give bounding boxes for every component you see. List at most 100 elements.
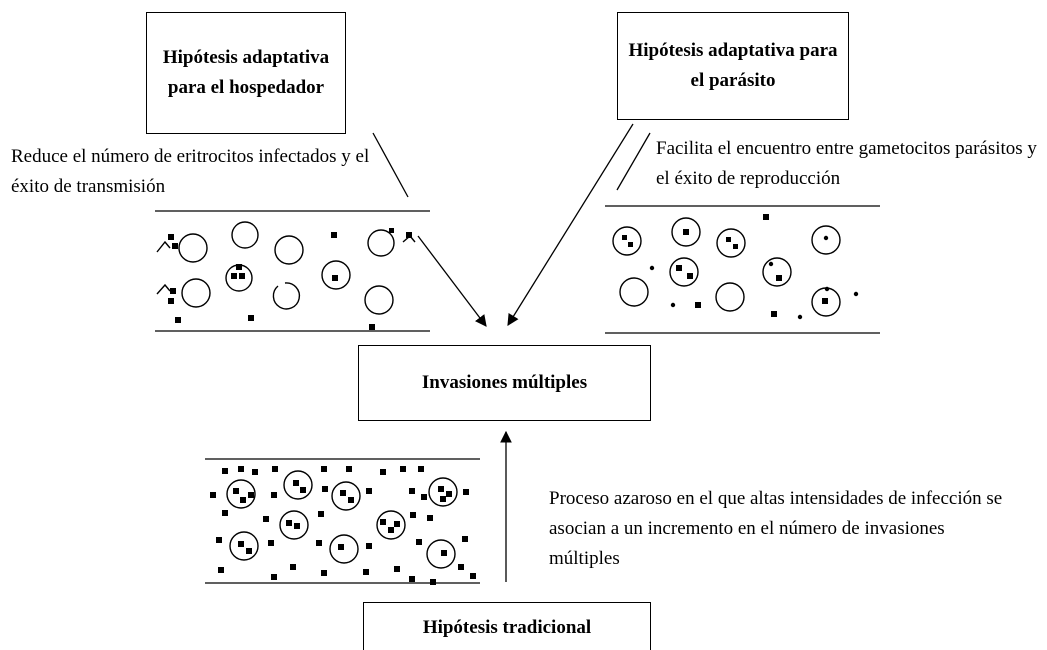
parasite	[369, 324, 375, 330]
parasite	[380, 519, 386, 525]
parasite	[409, 576, 415, 582]
erythrocyte	[231, 221, 259, 249]
parasite	[321, 570, 327, 576]
parasite	[628, 242, 633, 247]
parasite	[822, 298, 828, 304]
parasite	[222, 510, 228, 516]
parasite	[271, 492, 277, 498]
parasite	[293, 480, 299, 486]
parasite	[463, 489, 469, 495]
erythrocyte	[283, 470, 313, 500]
host-description: Reduce el número de eritrocitos infectad…	[11, 142, 371, 202]
erythrocyte	[811, 225, 841, 255]
erythrocyte-ruptured	[272, 282, 301, 310]
erythrocyte	[229, 531, 259, 561]
parasite	[366, 543, 372, 549]
center-box-title: Invasiones múltiples	[421, 372, 588, 393]
parasite	[462, 536, 468, 542]
parasite	[318, 511, 324, 517]
gametocyte	[649, 265, 655, 271]
erythrocyte	[612, 226, 642, 256]
erythrocyte	[619, 277, 649, 307]
parasite	[430, 579, 436, 585]
traditional-hypothesis-title: Hipótesis tradicional	[422, 617, 592, 638]
parasite	[175, 317, 181, 323]
parasite-group	[210, 466, 476, 585]
parasite	[248, 315, 254, 321]
parasite-description-text: Facilita el encuentro entre gametocitos …	[656, 138, 1037, 189]
parasite	[286, 520, 292, 526]
parasite	[233, 488, 239, 494]
parasite	[332, 275, 338, 281]
traditional-description-text: Proceso azaroso en el que altas intensid…	[549, 488, 1003, 569]
traditional-vessel-panel	[205, 458, 480, 585]
erythrocyte	[716, 228, 746, 258]
parasite	[316, 540, 322, 546]
parasite	[763, 214, 769, 220]
parasite	[440, 496, 446, 502]
erythrocyte	[274, 235, 304, 265]
host-vessel-panel	[155, 210, 430, 332]
parasite	[170, 288, 176, 294]
parasite	[236, 264, 242, 270]
host-description-text: Reduce el número de eritrocitos infectad…	[11, 146, 370, 197]
erythrocyte	[331, 481, 361, 511]
parasite	[394, 521, 400, 527]
parasite	[222, 468, 228, 474]
parasite	[346, 466, 352, 472]
gametocyte	[853, 291, 859, 297]
gametocyte	[824, 286, 830, 292]
parasite	[348, 497, 354, 503]
parasite	[418, 466, 424, 472]
parasite-connector-line	[616, 132, 651, 191]
parasite	[446, 491, 452, 497]
erythrocyte	[279, 510, 309, 540]
parasite	[458, 564, 464, 570]
parasite	[388, 527, 394, 533]
erythrocyte	[671, 217, 701, 247]
parasite-description: Facilita el encuentro entre gametocitos …	[656, 134, 1044, 194]
parasite	[216, 537, 222, 543]
parasite-vessel-panel	[605, 205, 880, 334]
parasite	[470, 573, 476, 579]
parasite	[394, 566, 400, 572]
parasite	[231, 273, 237, 279]
parasite	[776, 275, 782, 281]
parasite	[300, 487, 306, 493]
host-to-center-arrow	[417, 235, 487, 327]
erythrocyte	[376, 510, 406, 540]
parasite	[410, 512, 416, 518]
gametocyte	[797, 314, 803, 320]
gametocyte	[823, 235, 829, 241]
parasite	[416, 539, 422, 545]
parasite	[263, 516, 269, 522]
erythrocyte	[226, 479, 256, 509]
parasite	[331, 232, 337, 238]
parasite	[238, 466, 244, 472]
center-box: Invasiones múltiples	[358, 345, 651, 421]
parasite	[427, 515, 433, 521]
parasite-hypothesis-title: Hipótesis adaptativa para el parásito	[628, 40, 838, 91]
parasite	[248, 492, 254, 498]
gametocyte	[670, 302, 676, 308]
parasite-hypothesis-box: Hipótesis adaptativa para el parásito	[617, 12, 849, 120]
parasite	[252, 469, 258, 475]
parasite	[168, 298, 174, 304]
erythrocyte	[426, 539, 456, 569]
parasite	[676, 265, 682, 271]
erythrocyte	[329, 534, 359, 564]
parasite	[321, 466, 327, 472]
parasite	[366, 488, 372, 494]
parasite	[421, 494, 427, 500]
macrophage-mark	[156, 240, 171, 295]
erythrocyte	[321, 260, 351, 290]
parasite	[687, 273, 693, 279]
host-hypothesis-box: Hipótesis adaptativa para el hospedador	[146, 12, 346, 134]
parasite	[322, 486, 328, 492]
erythrocyte	[428, 477, 458, 507]
parasite	[172, 243, 178, 249]
parasite	[726, 237, 731, 242]
parasite	[683, 229, 689, 235]
